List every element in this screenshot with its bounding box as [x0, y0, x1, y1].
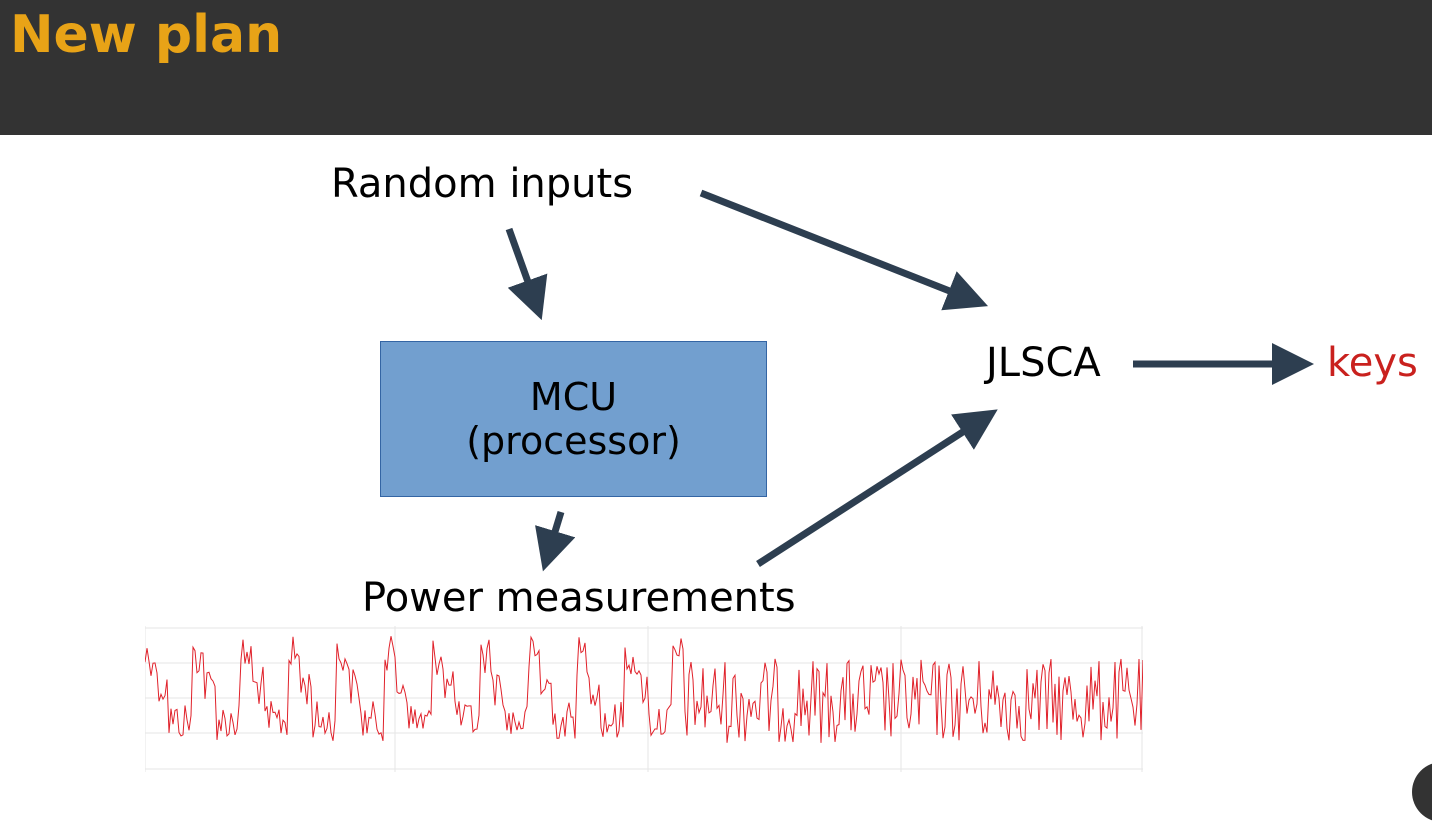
jlsca-label: JLSCA [986, 340, 1101, 386]
power-trace-line [144, 635, 1144, 743]
slide-header: New plan [0, 0, 1432, 135]
power-trace-plot [144, 626, 1144, 776]
arrow-mcu-to-power [535, 510, 576, 572]
diagram-arrows [505, 189, 1314, 572]
arrow-random-to-jlsca [699, 189, 989, 311]
arrow-random-to-mcu [505, 227, 548, 321]
mcu-label: MCU [529, 375, 618, 419]
keys-label: keys [1327, 340, 1418, 386]
power-trace-svg [144, 626, 1144, 772]
slide-title: New plan [10, 5, 283, 65]
mcu-sublabel: (processor) [466, 419, 681, 463]
arrow-power-to-jlsca [756, 409, 998, 567]
random-inputs-label: Random inputs [331, 161, 634, 207]
power-measurements-label: Power measurements [362, 575, 796, 621]
mcu-box: MCU (processor) [380, 341, 767, 497]
